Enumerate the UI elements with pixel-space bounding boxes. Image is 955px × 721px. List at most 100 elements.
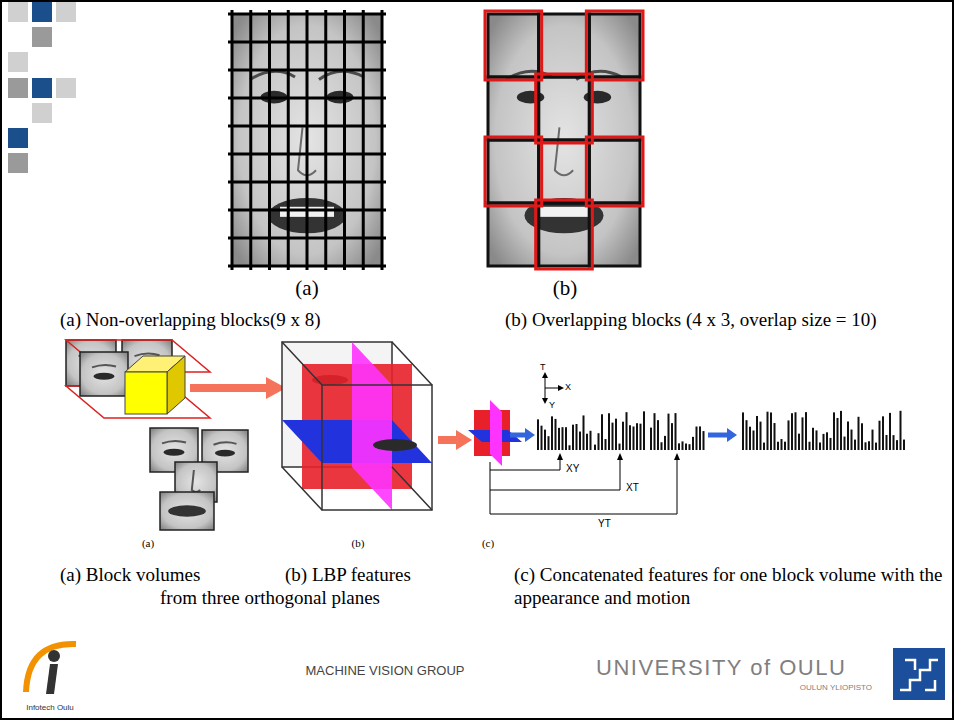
block-outline: [488, 140, 539, 203]
histogram-bar: [583, 415, 585, 450]
histogram-bar: [537, 419, 539, 450]
face-grid-nonoverlap: [228, 10, 386, 270]
histogram-bar: [682, 441, 684, 450]
histogram-bar: [830, 438, 832, 450]
histogram-bar: [541, 426, 543, 450]
histogram-bar: [858, 417, 860, 450]
face-grid-overlap: [485, 11, 643, 269]
block-outline: [539, 77, 590, 140]
histogram-bar: [833, 412, 835, 450]
histogram-bar: [865, 442, 867, 450]
histogram-bar: [900, 411, 902, 450]
histogram-bar: [886, 435, 888, 450]
flow-arrow: [190, 384, 268, 392]
arrow-head: [727, 428, 737, 442]
overlap-block: [586, 11, 643, 80]
cuboid-edge: [282, 342, 432, 510]
block-outline: [589, 203, 640, 266]
histogram-bar: [840, 411, 842, 450]
nose: [555, 127, 573, 175]
emblem-pattern: [900, 660, 938, 690]
block-outline: [589, 140, 640, 203]
deco-square: [8, 78, 28, 98]
deco-square: [32, 103, 52, 123]
axis-head: [542, 398, 548, 404]
histogram-bar: [781, 439, 783, 450]
grid-line: [228, 125, 386, 128]
figure-caption: (c) Concatenated features for one block …: [514, 564, 950, 610]
nose: [192, 470, 200, 492]
histogram-bar: [619, 444, 621, 450]
histogram-bar: [774, 423, 776, 450]
histogram-bar: [742, 412, 744, 450]
histograms: [510, 411, 905, 450]
histogram-bar: [615, 419, 617, 450]
histogram-bar: [798, 434, 800, 450]
histogram-bar: [594, 445, 596, 450]
histogram-bar: [788, 420, 790, 450]
overlap-block: [485, 11, 542, 80]
university-subname: OULUN YLIOPISTO: [800, 683, 872, 693]
histogram-bar: [760, 422, 762, 450]
histogram-bar: [770, 412, 772, 450]
eye: [163, 449, 184, 456]
grid-line: [228, 153, 386, 156]
orthogonal-planes: [468, 372, 680, 514]
histogram-bar: [689, 444, 691, 450]
histogram-bar: [657, 420, 659, 450]
university-name: UNIVERSITY of OULU: [596, 655, 846, 681]
grid-line: [343, 10, 346, 270]
histogram-bar: [629, 425, 631, 450]
grid-line: [306, 10, 309, 270]
cube-front: [125, 372, 167, 414]
plane-label: XT: [626, 482, 639, 494]
histogram-bar: [650, 428, 652, 450]
histogram-bar: [586, 434, 588, 450]
block-volumes: [66, 340, 286, 530]
block-outline: [539, 14, 590, 77]
block-outline: [488, 203, 539, 266]
overlap-block: [536, 74, 593, 143]
face-crop: [160, 492, 214, 530]
bracket-line: [490, 458, 677, 514]
histogram-bar: [837, 418, 839, 450]
histogram-bar: [678, 443, 680, 450]
arrow-head: [674, 453, 680, 460]
histogram-bar: [791, 413, 793, 450]
histogram-bar: [548, 436, 550, 450]
grid-line: [287, 10, 290, 270]
histogram-bar: [872, 430, 874, 450]
eyebrow: [214, 442, 237, 444]
plane-label: XY: [566, 463, 579, 475]
lbp-top-cuboid: [282, 342, 472, 510]
panel-letter: (b): [352, 537, 365, 550]
histogram-bar: [612, 423, 614, 450]
histogram-bar: [558, 428, 560, 450]
histogram-bar: [802, 417, 804, 450]
histogram-bar: [826, 432, 828, 450]
arrow-head: [617, 453, 623, 460]
histogram-bar: [875, 443, 877, 450]
face-photo: [488, 14, 640, 266]
block-outline: [488, 77, 539, 140]
eyebrow: [92, 365, 116, 367]
overlap-block: [536, 200, 593, 269]
histogram-bar: [544, 430, 546, 450]
histogram-bar: [576, 424, 578, 450]
histogram-bar: [847, 422, 849, 450]
histogram-bar: [882, 416, 884, 450]
grid-line: [228, 265, 386, 268]
deco-square: [32, 27, 52, 47]
panel-letter: (c): [482, 537, 494, 550]
overlap-block: [485, 137, 542, 206]
deco-square: [56, 2, 76, 22]
histogram-bar: [562, 427, 564, 450]
grid-line: [362, 10, 365, 270]
grid-line: [228, 181, 386, 184]
histogram-bar: [819, 442, 821, 450]
grid-line: [228, 13, 386, 16]
grid-line: [228, 209, 386, 212]
deco-square: [32, 78, 52, 98]
histogram-bar: [879, 421, 881, 450]
yt-plane: [490, 400, 502, 466]
